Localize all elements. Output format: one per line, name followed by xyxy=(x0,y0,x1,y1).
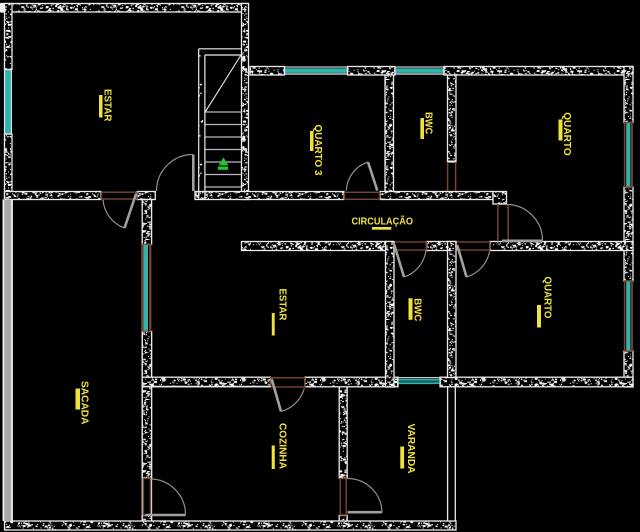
svg-text:QUARTO: QUARTO xyxy=(542,277,553,319)
svg-text:VARANDA: VARANDA xyxy=(405,424,416,474)
svg-text:COZINHA: COZINHA xyxy=(277,423,288,469)
svg-text:SACADA: SACADA xyxy=(79,381,90,425)
svg-text:QUARTO: QUARTO xyxy=(561,112,572,156)
svg-text:CIRCULAÇÃO: CIRCULAÇÃO xyxy=(352,214,414,227)
svg-text:BWC: BWC xyxy=(412,298,423,321)
svg-text:BWC: BWC xyxy=(423,112,434,134)
svg-text:ESTAR: ESTAR xyxy=(277,289,288,322)
svg-text:ESTAR: ESTAR xyxy=(101,89,112,122)
svg-text:QUARTO 3: QUARTO 3 xyxy=(312,125,323,176)
